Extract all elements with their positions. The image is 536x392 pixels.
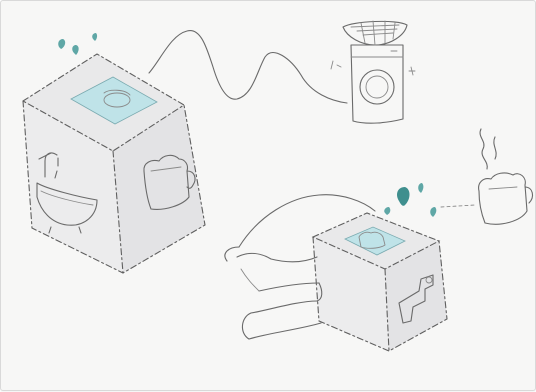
- washing-machine: [331, 21, 415, 123]
- thumb-outline: [237, 253, 317, 261]
- steam-line-2: [494, 137, 496, 159]
- left-cube: [23, 54, 205, 273]
- teapot-with-steam: [479, 129, 533, 224]
- finger-bottom-1: [251, 301, 317, 313]
- palm-edge: [242, 313, 251, 339]
- basin-mesh: [351, 25, 399, 35]
- finger-middle: [259, 283, 319, 291]
- teapot-body: [479, 173, 527, 224]
- connection-cable-1: [149, 31, 347, 103]
- finger-bottom-2: [249, 323, 321, 339]
- steam-line-1: [480, 129, 487, 169]
- small-cube: [313, 213, 447, 351]
- wrist-edge: [225, 247, 239, 261]
- washer-motion-lines: [331, 61, 341, 69]
- palm-crease: [241, 269, 259, 291]
- washer-door: [360, 70, 394, 104]
- washer-motion-lines-right: [409, 67, 415, 75]
- water-drops-right: [384, 183, 436, 217]
- teapot-lid-line: [489, 187, 517, 189]
- washer-inner-door: [366, 76, 388, 98]
- connector-to-teapot: [441, 205, 475, 207]
- water-drops-left: [58, 33, 97, 55]
